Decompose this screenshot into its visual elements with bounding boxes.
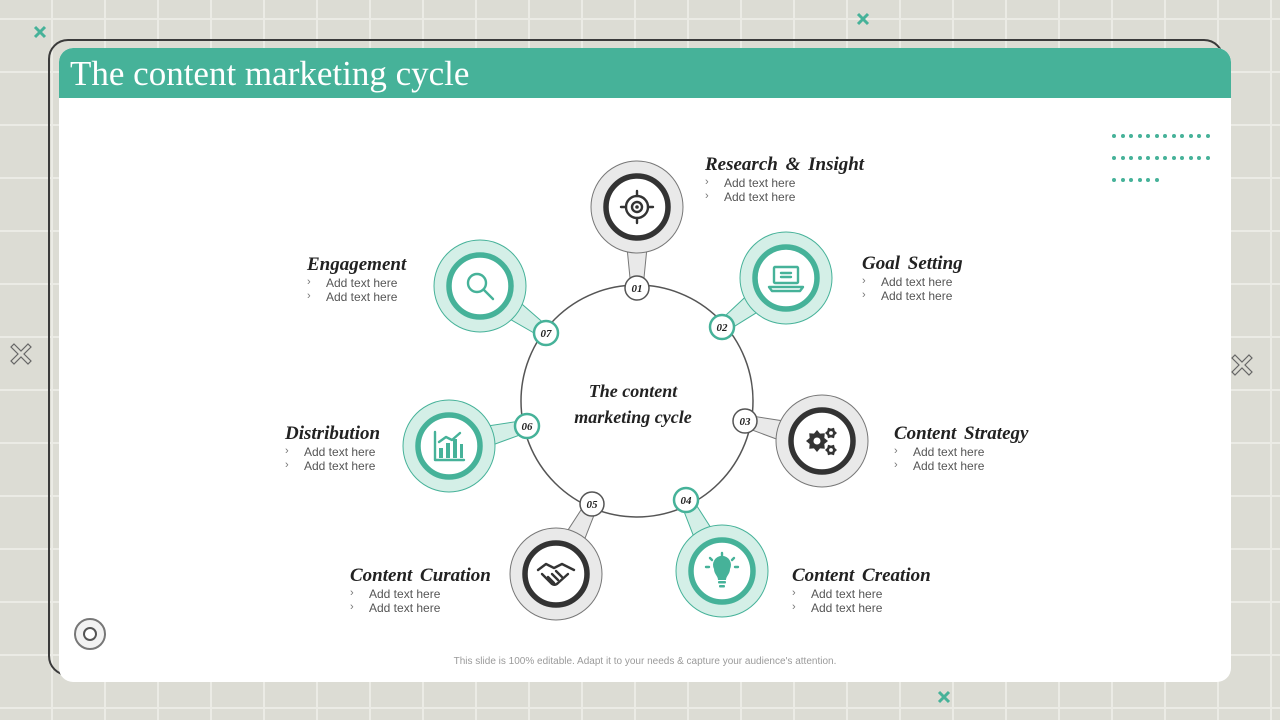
step-number: 05 bbox=[587, 499, 599, 511]
decorative-dot-grid bbox=[1112, 134, 1216, 200]
step-number: 06 bbox=[522, 421, 534, 433]
slide-footer: This slide is 100% editable. Adapt it to… bbox=[453, 656, 837, 667]
cycle-step-04: 04 bbox=[672, 486, 769, 618]
step-number-badge bbox=[532, 319, 560, 347]
step-label-engagement: Engagement Add text here Add text here bbox=[307, 254, 406, 304]
step-bullet: Add text here bbox=[894, 458, 1028, 473]
step-number: 07 bbox=[541, 328, 553, 340]
step-bullet: Add text here bbox=[792, 600, 931, 615]
decorative-circle-icon bbox=[74, 618, 106, 650]
cycle-step-01: 01 bbox=[590, 160, 684, 301]
outline-cross-mark bbox=[1231, 354, 1253, 376]
step-bullet: Add text here bbox=[862, 288, 963, 303]
gears-icon bbox=[806, 427, 837, 456]
step-bullet: Add text here bbox=[705, 175, 864, 190]
step-bullet: Add text here bbox=[792, 586, 931, 601]
cycle-step-05: 05 bbox=[509, 491, 605, 621]
step-title: Research & Insight bbox=[705, 154, 865, 175]
step-title: Content Strategy bbox=[894, 423, 1029, 444]
step-label-research-insight: Research & Insight Add text here Add tex… bbox=[705, 154, 864, 204]
cycle-step-06: 06 bbox=[402, 399, 541, 493]
step-bullet: Add text here bbox=[350, 586, 491, 601]
handshake-icon bbox=[536, 562, 576, 586]
teal-cross-mark bbox=[937, 690, 951, 704]
lightbulb-icon bbox=[704, 551, 740, 588]
step-bullet: Add text here bbox=[862, 274, 963, 289]
step-number-badge bbox=[624, 275, 650, 301]
cycle-center-label: The content marketing cycle bbox=[538, 378, 728, 430]
step-bullet: Add text here bbox=[350, 600, 491, 615]
step-title: Engagement bbox=[307, 254, 407, 275]
outline-cross-mark bbox=[10, 343, 32, 365]
step-number: 01 bbox=[632, 283, 643, 295]
step-label-content-strategy: Content Strategy Add text here Add text … bbox=[894, 423, 1028, 473]
cycle-step-07: 07 bbox=[433, 239, 560, 347]
step-bullet: Add text here bbox=[307, 275, 406, 290]
step-number-badge bbox=[708, 313, 736, 341]
step-label-distribution: Distribution Add text here Add text here bbox=[285, 423, 380, 473]
slide-panel: The content marketing cycle This slide i… bbox=[59, 48, 1231, 682]
magnifier-icon bbox=[466, 272, 495, 301]
teal-cross-mark bbox=[33, 25, 47, 39]
slide-title: The content marketing cycle bbox=[70, 54, 470, 93]
step-label-goal-setting: Goal Setting Add text here Add text here bbox=[862, 253, 963, 303]
cycle-step-02: 02 bbox=[708, 231, 833, 341]
step-icon-ring bbox=[522, 540, 590, 608]
step-bullet: Add text here bbox=[307, 289, 406, 304]
target-icon bbox=[619, 189, 655, 225]
step-number-badge bbox=[732, 408, 758, 434]
center-label-line-2: marketing cycle bbox=[574, 407, 692, 427]
step-number-badge bbox=[672, 486, 700, 514]
step-number-badge bbox=[579, 491, 605, 517]
bar-chart-icon bbox=[433, 430, 466, 462]
step-label-content-creation: Content Creation Add text here Add text … bbox=[792, 565, 931, 615]
laptop-icon bbox=[767, 265, 805, 293]
step-number-badge bbox=[513, 412, 541, 440]
step-title: Content Curation bbox=[350, 565, 491, 586]
step-title: Content Creation bbox=[792, 565, 931, 586]
step-bullet: Add text here bbox=[285, 458, 380, 473]
step-bullet: Add text here bbox=[894, 444, 1028, 459]
step-icon-ring bbox=[446, 252, 514, 320]
step-label-content-curation: Content Curation Add text here Add text … bbox=[350, 565, 491, 615]
step-bullet: Add text here bbox=[705, 189, 864, 204]
step-bullet: Add text here bbox=[285, 444, 380, 459]
step-title: Goal Setting bbox=[862, 253, 963, 274]
step-number: 04 bbox=[681, 495, 693, 507]
step-number: 02 bbox=[717, 322, 729, 334]
center-label-line-1: The content bbox=[588, 381, 678, 401]
title-bar: The content marketing cycle bbox=[59, 48, 1231, 98]
teal-cross-mark bbox=[856, 12, 870, 26]
cycle-step-03: 03 bbox=[732, 394, 869, 488]
step-title: Distribution bbox=[285, 423, 381, 444]
step-number: 03 bbox=[740, 416, 752, 428]
